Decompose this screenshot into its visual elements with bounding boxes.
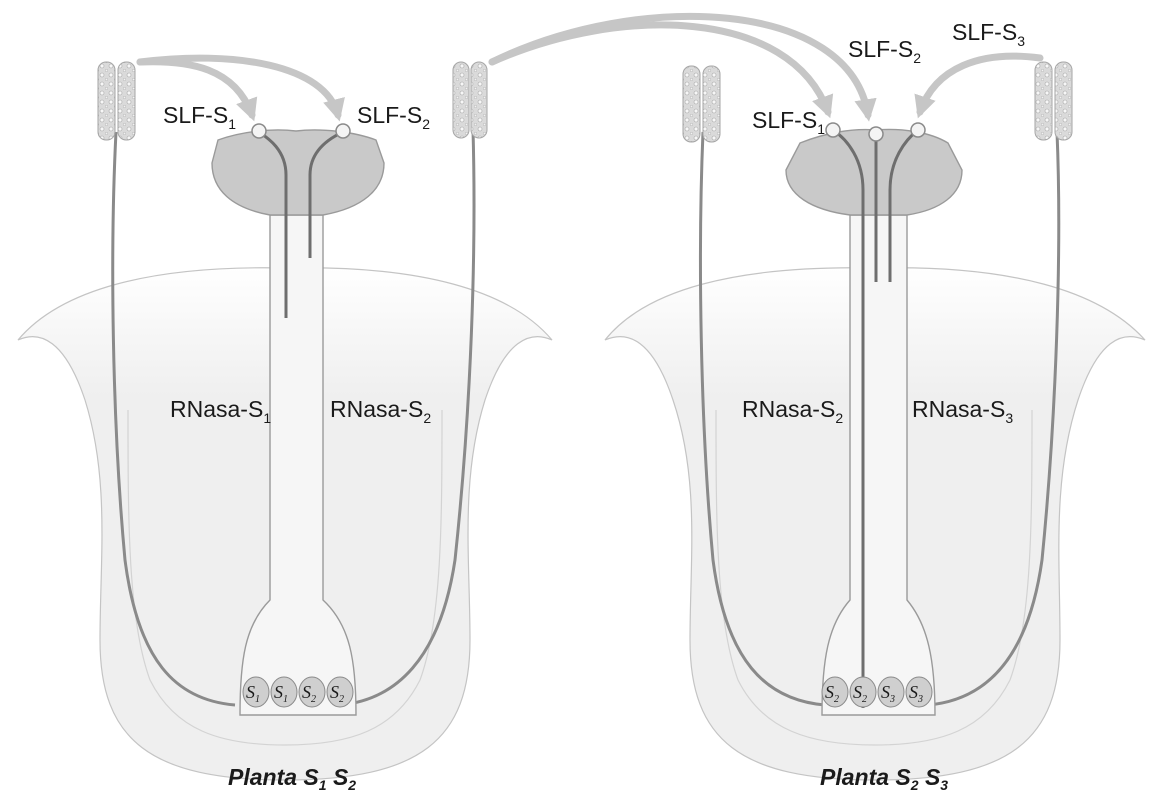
- right-rnasa-label-1: RNasa-S2: [742, 396, 843, 426]
- left-rnasa-label-2: RNasa-S2: [330, 396, 431, 426]
- left-rnasa-label-1: RNasa-S1: [170, 396, 271, 426]
- right-slf-label-1: SLF-S1: [752, 107, 825, 137]
- right-anther-right: [1035, 62, 1072, 140]
- right-anther-left: [683, 66, 720, 142]
- left-anther-right: [453, 62, 487, 138]
- left-ovule-4: S2: [327, 677, 353, 707]
- right-arrow-from-left-flower-2: [492, 16, 868, 115]
- left-flower: S1 S1 S2 S2 SLF-S1 SLF-S2 RNasa-S1 RNasa…: [18, 58, 552, 793]
- left-ovule-1: S1: [243, 677, 269, 707]
- left-slf-label-2: SLF-S2: [357, 102, 430, 132]
- right-ovule-2: S2: [850, 677, 876, 707]
- right-arrow-from-right-anther: [920, 56, 1040, 112]
- right-rnasa-label-2: RNasa-S3: [912, 396, 1013, 426]
- right-pollen-grain-2: [869, 127, 883, 141]
- right-flower: S2 S2 S3 S3 SLF-S1 SLF-S2 SLF-S3 RNasa-S…: [492, 16, 1145, 793]
- right-ovule-1: S2: [822, 677, 848, 707]
- left-stigma: [212, 130, 384, 215]
- right-ovule-4: S3: [906, 677, 932, 707]
- right-stigma: [786, 130, 962, 215]
- right-caption: Planta S2 S3: [820, 764, 948, 793]
- left-anther-left: [98, 62, 135, 140]
- left-caption: Planta S1 S2: [228, 764, 356, 793]
- right-ovule-3: S3: [878, 677, 904, 707]
- left-ovule-3: S2: [299, 677, 325, 707]
- right-pollen-grain-3: [911, 123, 925, 137]
- left-pollen-grain-2: [336, 124, 350, 138]
- right-slf-label-2: SLF-S2: [848, 36, 921, 66]
- left-pollen-grain-1: [252, 124, 266, 138]
- left-ovule-2: S1: [271, 677, 297, 707]
- right-slf-label-3: SLF-S3: [952, 19, 1025, 49]
- right-pollen-grain-1: [826, 123, 840, 137]
- left-slf-label-1: SLF-S1: [163, 102, 236, 132]
